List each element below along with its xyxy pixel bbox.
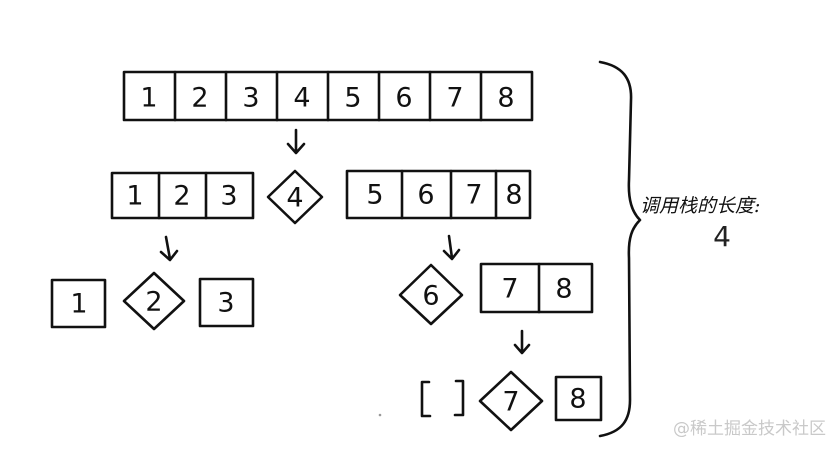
level4-right-single: 8 [554, 375, 603, 422]
level2-pivot: 4 [266, 169, 324, 225]
level3b-pivot-diamond [398, 263, 464, 326]
call-stack-label: 调用栈的长度: [640, 195, 760, 217]
level2-right-cell-6: 6 [417, 180, 434, 211]
level2-right-cell-7: 7 [465, 180, 482, 211]
level2-right-outline [345, 169, 532, 220]
level3-right-single: 3 [198, 277, 255, 328]
level3-pivot: 2 [122, 271, 186, 331]
watermark: @稀土掘金技术社区 [673, 419, 826, 439]
level3b-right-array: 7 8 [479, 262, 594, 314]
top-cell-2: 2 [191, 83, 208, 114]
level3b-right-cell-8: 8 [555, 274, 572, 305]
level2-left-array: 1 2 3 [110, 171, 255, 220]
level2-left-cell-3: 3 [220, 181, 237, 212]
level3-pivot-value: 2 [145, 287, 162, 318]
top-array: 1 2 3 4 5 6 7 8 [122, 70, 534, 122]
level4-empty-array [420, 379, 465, 418]
arrow-down-icon [159, 235, 179, 262]
level3b-right-outline [479, 262, 594, 314]
arrow-down-icon [513, 329, 531, 355]
curly-brace-icon [598, 60, 642, 438]
level2-right-cell-5: 5 [366, 180, 383, 211]
level4-right-box [554, 375, 603, 422]
level2-pivot-value: 4 [286, 183, 303, 214]
arrow-down-icon [442, 234, 461, 261]
level4-pivot-diamond [478, 370, 544, 432]
level3-left-value: 1 [70, 289, 87, 320]
level4-right-value: 8 [569, 384, 586, 415]
level3b-right-cell-7: 7 [501, 274, 518, 305]
level2-pivot-diamond [266, 169, 324, 225]
level3-pivot-diamond [122, 271, 186, 331]
level2-left-cell-2: 2 [173, 181, 190, 212]
stray-dot [378, 413, 382, 417]
level2-left-cell-1: 1 [126, 181, 143, 212]
top-cell-4: 4 [293, 83, 310, 114]
level3-right-value: 3 [217, 288, 234, 319]
top-cell-8: 8 [497, 83, 514, 114]
top-cell-6: 6 [395, 83, 412, 114]
left-bracket-icon [420, 380, 432, 418]
level4-pivot: 7 [478, 370, 544, 432]
level3-left-single: 1 [50, 278, 107, 329]
arrow-down-icon [286, 128, 306, 155]
level3b-pivot-value: 6 [422, 281, 439, 312]
right-bracket-icon [453, 379, 465, 417]
call-stack-value: 4 [713, 220, 731, 253]
level3-left-box [50, 278, 107, 329]
top-cell-5: 5 [344, 83, 361, 114]
top-cell-7: 7 [446, 83, 463, 114]
level2-right-cell-8: 8 [505, 180, 522, 211]
level2-right-array: 5 6 7 8 [345, 169, 532, 220]
top-cell-1: 1 [140, 83, 157, 114]
top-cell-3: 3 [242, 83, 259, 114]
level3b-pivot: 6 [398, 263, 464, 326]
level2-left-outline [110, 171, 255, 220]
level3-right-box [198, 277, 255, 328]
level4-pivot-value: 7 [502, 387, 519, 418]
